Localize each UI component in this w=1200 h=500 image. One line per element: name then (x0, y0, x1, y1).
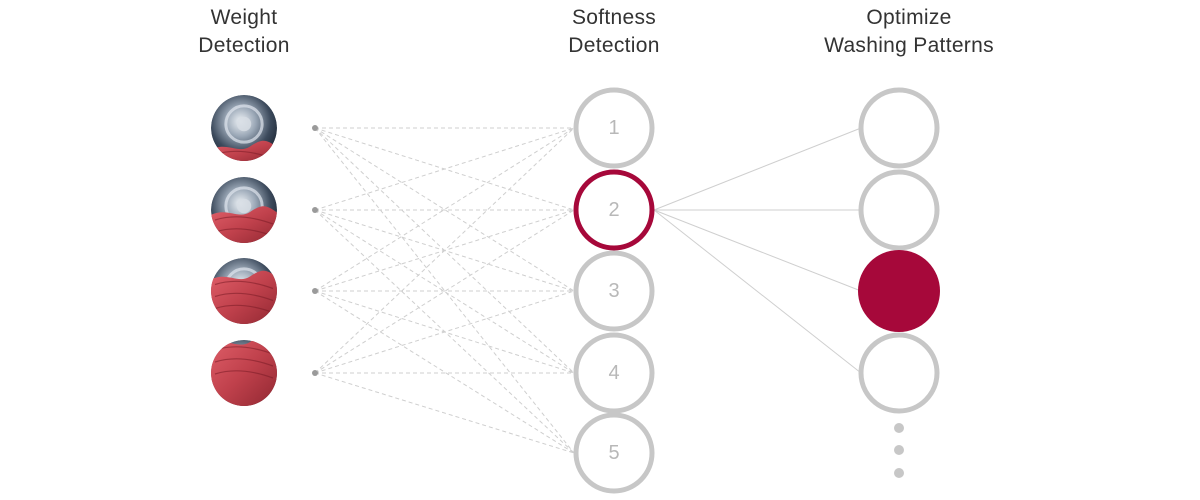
softness-label: 4 (608, 362, 619, 384)
softness-label: 5 (608, 442, 619, 464)
dashed-edge-w4-s3 (314, 290, 575, 374)
connection-lines (314, 127, 862, 454)
pattern-node-4 (858, 332, 940, 414)
weight-icon-4 (211, 340, 277, 406)
dashed-edge-w1-s5 (314, 127, 575, 454)
optimize-patterns-title: Optimize Washing Patterns (759, 4, 1059, 60)
more-patterns-dot-1 (894, 423, 904, 433)
weight-detection-title: Weight Detection (94, 4, 394, 60)
softness-ring (573, 169, 655, 251)
softness-node-3: 3 (573, 250, 655, 332)
drum-hub (236, 198, 252, 214)
fabric-fold (214, 370, 274, 379)
softness-label: 2 (608, 199, 619, 221)
softness-ring (573, 412, 655, 494)
connector-dot (312, 207, 318, 213)
dashed-edge-w3-s1 (314, 127, 575, 292)
more-patterns-dot-2 (894, 445, 904, 455)
softness-ring (573, 332, 655, 414)
weight-title-line2: Detection (198, 34, 290, 57)
weight-level-2 (211, 177, 318, 243)
pattern-node-2 (858, 169, 940, 251)
dashed-edge-w4-s2 (314, 209, 575, 374)
softness-ring (573, 250, 655, 332)
weight-detection-column (211, 95, 318, 406)
softness-node-1: 1 (573, 87, 655, 169)
weight-icon-2 (211, 177, 277, 243)
solid-edge-p3 (653, 209, 862, 292)
softness-node-5: 5 (573, 412, 655, 494)
softness-detection-title: Softness Detection (464, 4, 764, 60)
weight-icon-3 (211, 258, 277, 324)
fabric-fold (214, 292, 274, 302)
optimize-title-line1: Optimize (866, 6, 952, 29)
fabric-fill (211, 340, 277, 406)
fabric-fold (214, 358, 274, 367)
pattern-node-3 (858, 250, 940, 332)
dashed-edge-w2-s1 (314, 127, 575, 211)
softness-node-2: 2 (573, 169, 655, 251)
solid-edge-p1 (653, 127, 862, 211)
fabric-fill (211, 206, 277, 243)
optimize-title-line2: Washing Patterns (824, 34, 994, 57)
washing-patterns-column (858, 87, 940, 478)
more-patterns-dot-3 (894, 468, 904, 478)
pattern-node-1 (858, 87, 940, 169)
softness-label: 3 (608, 280, 619, 302)
connector-dot (312, 370, 318, 376)
softness-title-line1: Softness (571, 6, 657, 29)
dashed-edge-w4-s1 (314, 127, 575, 374)
dashed-edge-w2-s4 (314, 209, 575, 374)
weight-level-3 (211, 258, 318, 324)
softness-detection-column: 1 2 3 4 5 (573, 87, 655, 494)
weight-title-line1: Weight (210, 6, 278, 29)
fabric-fold (214, 280, 274, 290)
fabric-fold (214, 216, 274, 225)
solid-edge-p4 (653, 209, 862, 374)
connector-dot (312, 125, 318, 131)
softness-title-line2: Detection (568, 34, 660, 57)
dashed-edge-w4-s5 (314, 372, 575, 454)
softness-ring (573, 87, 655, 169)
drum-hub (236, 116, 252, 132)
softness-label: 1 (608, 117, 619, 139)
fabric-fold (214, 304, 274, 314)
weight-icon-1 (211, 95, 277, 161)
softness-node-4: 4 (573, 332, 655, 414)
drum-ring (224, 104, 264, 144)
connector-dot (312, 288, 318, 294)
dashed-edge-w1-s3 (314, 127, 575, 292)
dashed-edge-w3-s5 (314, 290, 575, 454)
weight-level-1 (211, 95, 318, 161)
weight-level-4 (211, 340, 318, 406)
